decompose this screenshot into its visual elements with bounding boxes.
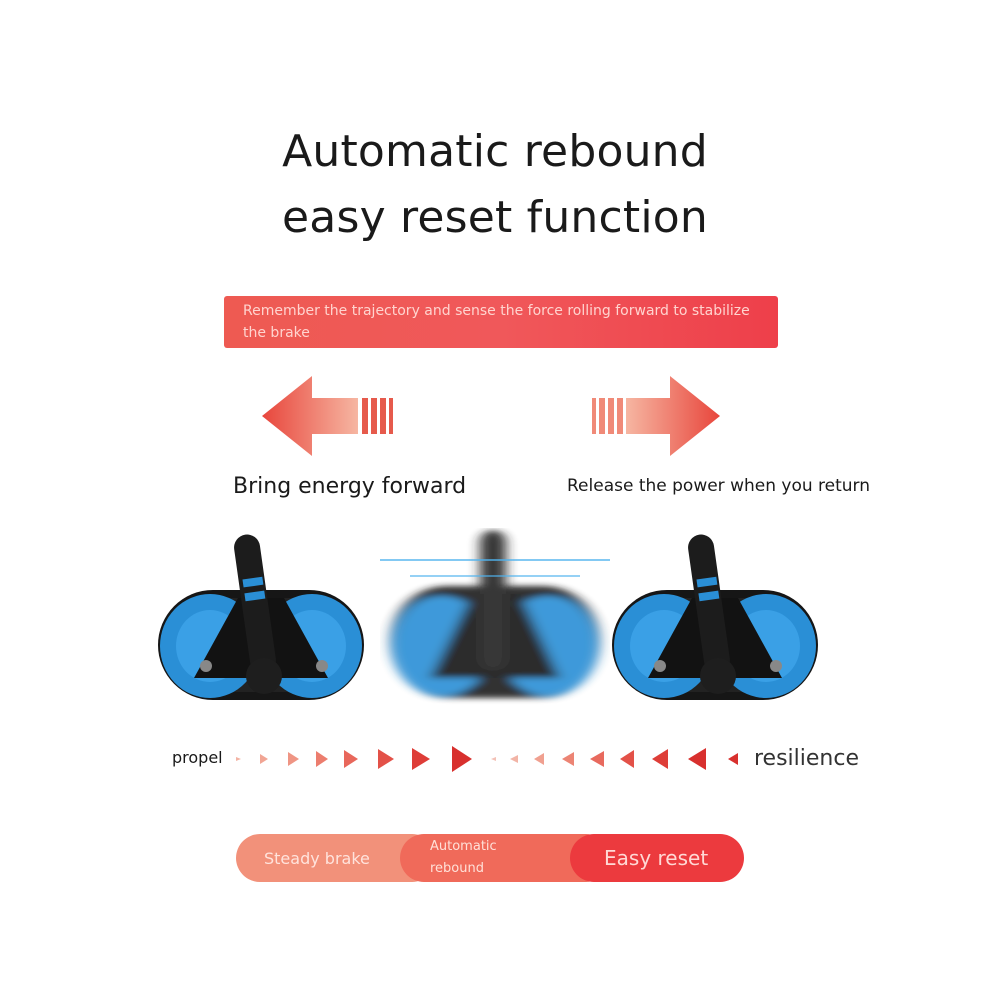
info-banner xyxy=(224,296,778,348)
caption-bring-energy: Bring energy forward xyxy=(233,474,467,499)
pill-label: Easy reset xyxy=(604,846,709,870)
caption-release-power: Release the power when you return xyxy=(567,476,871,496)
triangle-right-icon xyxy=(452,746,472,772)
label-resilience: resilience xyxy=(754,746,860,771)
triangle-right-icon xyxy=(316,751,328,767)
triangle-left-icon xyxy=(688,748,706,770)
motion-triangles xyxy=(236,746,738,772)
triangle-left-icon xyxy=(590,751,604,767)
triangle-left-icon xyxy=(728,753,738,765)
ab-roller-image-center-motion xyxy=(380,530,610,698)
triangle-right-icon xyxy=(236,757,241,761)
pill-steady-brake: Steady brake xyxy=(236,834,436,882)
triangle-left-icon xyxy=(652,749,668,769)
triangle-left-icon xyxy=(491,757,496,761)
pill-label: Steady brake xyxy=(264,848,370,868)
triangle-right-icon xyxy=(344,750,358,768)
arrow-right-icon xyxy=(592,376,720,456)
heading-line-1: Automatic rebound xyxy=(282,126,708,177)
label-propel: propel xyxy=(172,748,223,767)
triangle-left-icon xyxy=(534,753,544,765)
triangle-right-icon xyxy=(378,749,394,769)
feature-pills: Steady brake Automatic rebound Easy rese… xyxy=(236,834,744,882)
triangle-right-icon xyxy=(412,748,430,770)
ab-roller-image-right xyxy=(612,534,818,700)
triangle-left-icon xyxy=(562,752,574,766)
triangle-left-icon xyxy=(620,750,634,768)
arrow-left-icon xyxy=(262,376,393,456)
ab-roller-image-left xyxy=(158,534,364,700)
triangle-right-icon xyxy=(260,754,268,764)
triangle-left-icon xyxy=(510,755,518,763)
heading-line-2: easy reset function xyxy=(282,192,708,243)
pill-easy-reset: Easy reset xyxy=(570,834,744,882)
info-banner-text: Remember the trajectory and sense the fo… xyxy=(243,303,750,341)
pill-label: Automatic rebound xyxy=(430,839,497,876)
triangle-right-icon xyxy=(288,752,299,766)
